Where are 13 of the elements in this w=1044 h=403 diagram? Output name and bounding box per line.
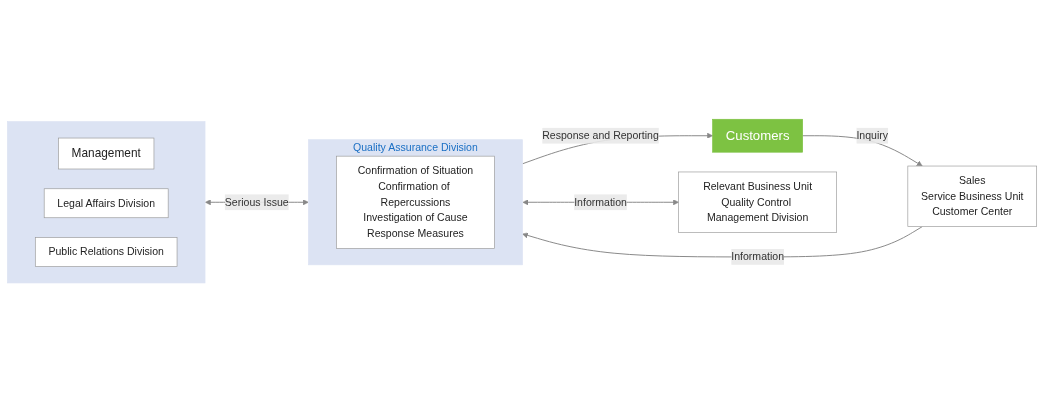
- node-box: Relevant Business Unit Quality Control Management Division: [678, 172, 837, 234]
- node-box: Public Relations Division: [35, 237, 178, 268]
- edge-label: Inquiry: [856, 130, 889, 142]
- node-box: Sales Service Business Unit Customer Center: [907, 166, 1037, 228]
- edge-label: Response and Reporting: [542, 130, 659, 142]
- node-box: Management: [58, 138, 155, 170]
- node-box: Customers: [712, 119, 803, 153]
- node-box: Confirmation of Situation Confirmation of Repercussions Investigation of Cause Response Measures: [336, 156, 495, 250]
- cluster: [6, 121, 206, 284]
- edge-label: Information: [731, 251, 784, 263]
- node-box: Legal Affairs Division: [43, 188, 169, 219]
- edge-label: Information: [574, 196, 627, 208]
- edge-label: Serious Issue: [224, 196, 289, 208]
